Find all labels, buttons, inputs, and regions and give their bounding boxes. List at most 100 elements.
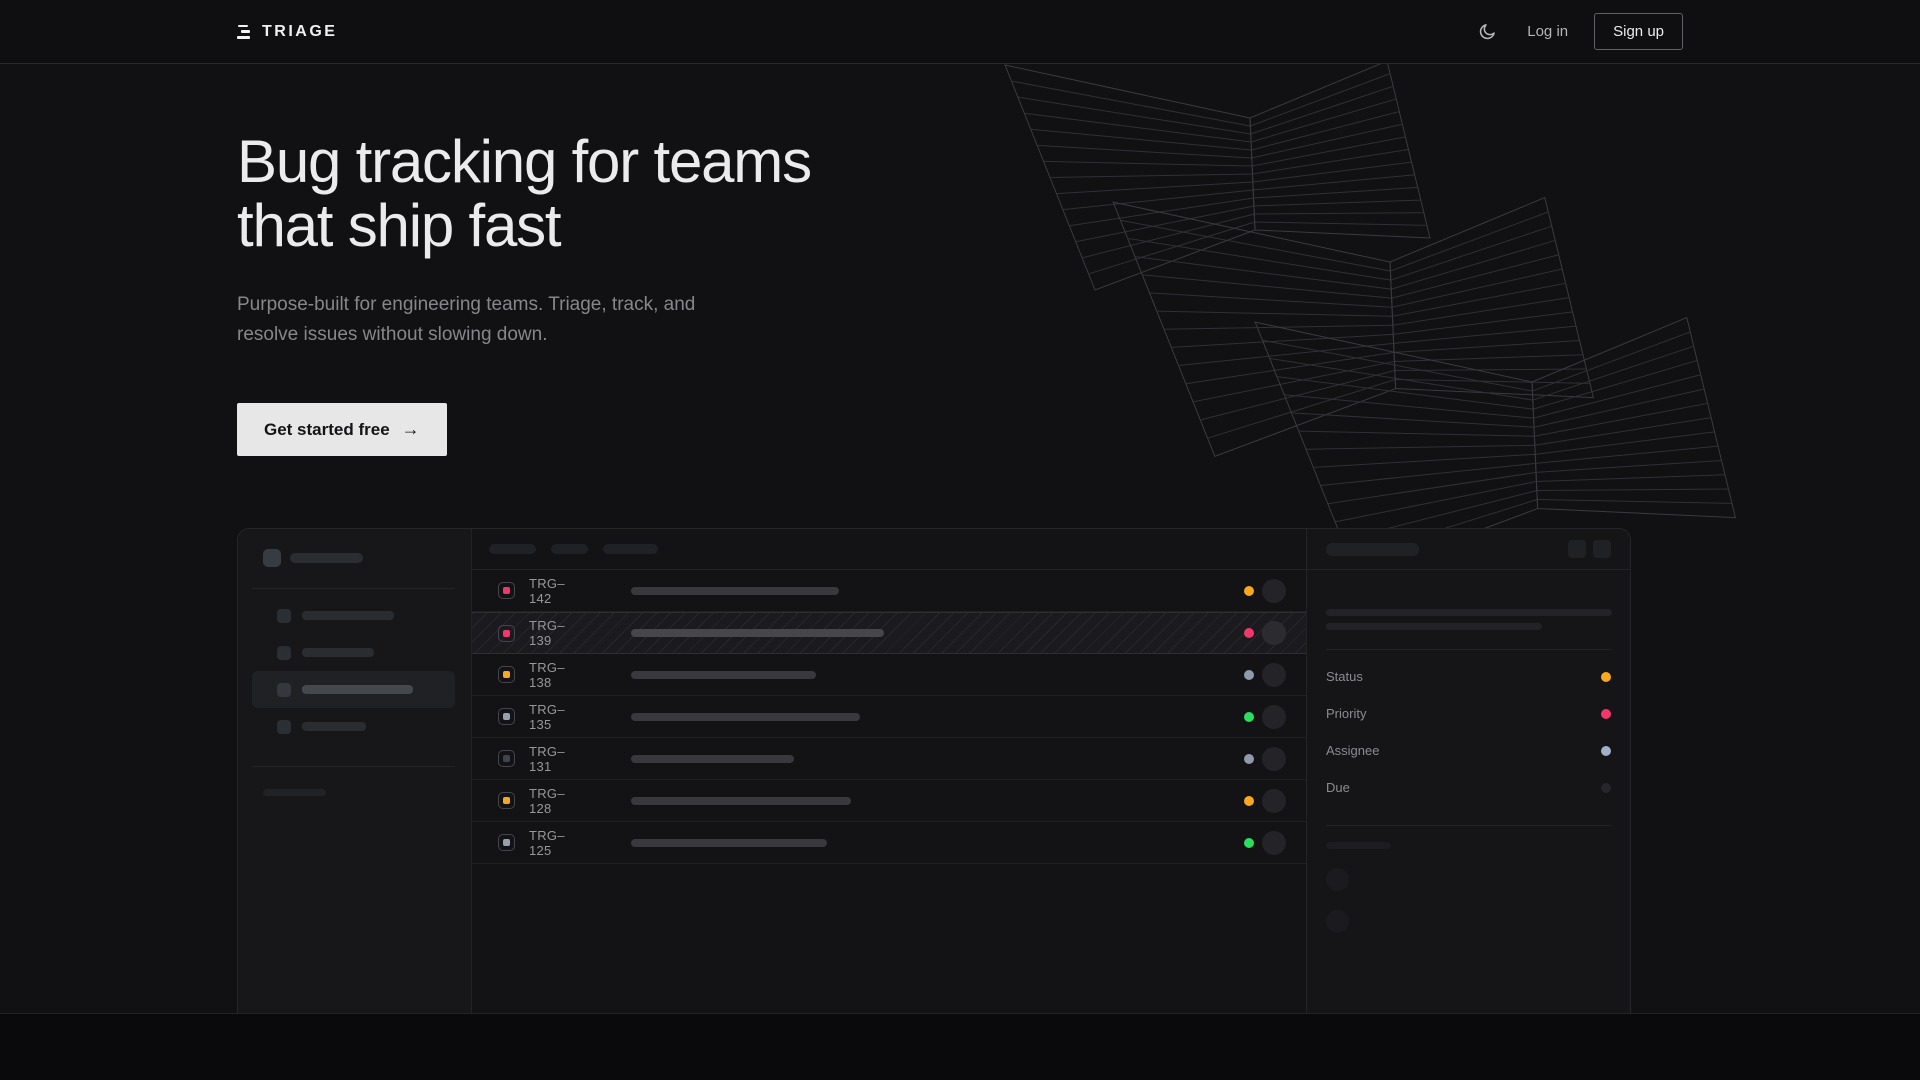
detail-field-label: Priority [1326, 706, 1367, 721]
issue-type-icon [498, 666, 515, 683]
detail-action-button[interactable] [1593, 540, 1611, 558]
issue-list: TRG–142 TRG–139 TRG–138 TRG–135 TRG–131 … [472, 570, 1306, 864]
issue-id: TRG–139 [529, 618, 565, 648]
sidebar-item-label-skeleton [302, 648, 374, 657]
sidebar-item-label-skeleton [302, 722, 366, 731]
mockup-sidebar-logo [238, 529, 471, 567]
issue-assignee-avatar [1262, 830, 1286, 855]
issue-assignee-avatar [1262, 788, 1286, 813]
issue-status-dot [1244, 795, 1254, 806]
sidebar-item-label-skeleton [302, 685, 413, 694]
detail-field-label: Assignee [1326, 743, 1380, 758]
login-link[interactable]: Log in [1527, 23, 1569, 40]
issue-assignee-avatar [1262, 578, 1286, 603]
issue-id: TRG–138 [529, 659, 565, 690]
issue-assignee-avatar [1262, 621, 1286, 645]
issue-title-skeleton [631, 838, 827, 847]
issue-row[interactable]: TRG–138 [472, 654, 1306, 696]
issue-status-dot [1244, 628, 1254, 638]
detail-field-dot [1601, 745, 1611, 756]
issue-row[interactable]: TRG–142 [472, 570, 1306, 612]
filter-pill-skeleton[interactable] [489, 544, 536, 554]
issue-row[interactable]: TRG–131 [472, 738, 1306, 780]
detail-avatar-skeleton [1326, 868, 1349, 891]
divider [252, 766, 455, 767]
detail-field-row[interactable]: Status [1326, 658, 1611, 695]
arrow-right-icon: → [401, 419, 420, 439]
issue-type-icon [498, 834, 515, 851]
detail-header [1307, 529, 1630, 570]
detail-description-skeleton [1326, 623, 1542, 630]
detail-field-label: Due [1326, 780, 1350, 795]
issue-title-skeleton [631, 796, 851, 805]
detail-fields: Status Priority Assignee Due [1326, 658, 1611, 806]
get-started-button[interactable]: Get started free → [237, 403, 447, 456]
top-nav: TRIAGE Log in Sign up [0, 0, 1920, 64]
mockup-logo-placeholder [263, 549, 281, 567]
mockup-sidebar-item[interactable] [252, 634, 455, 671]
app-mockup: TRG–142 TRG–139 TRG–138 TRG–135 TRG–131 … [237, 528, 1631, 1013]
filter-pill-skeleton[interactable] [603, 544, 658, 554]
filter-pill-skeleton[interactable] [551, 544, 588, 554]
detail-activity-skeleton [1326, 842, 1391, 849]
divider [252, 588, 455, 589]
divider [1326, 649, 1611, 650]
sidebar-item-icon-skeleton [277, 645, 291, 660]
sidebar-section-skeleton [263, 789, 326, 796]
issue-title-skeleton [631, 712, 860, 721]
mockup-sidebar-item[interactable] [252, 708, 455, 745]
issue-row[interactable]: TRG–139 [472, 612, 1306, 654]
mockup-sidebar [238, 529, 472, 1013]
brand-logo-icon [237, 24, 251, 39]
detail-field-dot [1601, 671, 1611, 682]
issue-type-icon [498, 582, 515, 599]
issue-type-icon [498, 624, 515, 642]
issue-assignee-avatar [1262, 746, 1286, 771]
sidebar-item-icon-skeleton [277, 682, 291, 697]
issue-detail-panel: Status Priority Assignee Due [1307, 529, 1630, 1013]
issue-type-icon [498, 750, 515, 767]
brand[interactable]: TRIAGE [237, 23, 337, 41]
issue-list-toolbar [472, 529, 1306, 570]
issue-id: TRG–125 [529, 827, 565, 858]
sidebar-item-icon-skeleton [277, 608, 291, 623]
mockup-sidebar-item-active[interactable] [252, 671, 455, 708]
detail-field-row[interactable]: Assignee [1326, 732, 1611, 769]
detail-field-label: Status [1326, 669, 1363, 684]
issue-title-skeleton [631, 629, 884, 637]
issue-id: TRG–131 [529, 743, 565, 774]
issue-assignee-avatar [1262, 662, 1286, 687]
detail-field-row[interactable]: Priority [1326, 695, 1611, 732]
detail-title-skeleton [1326, 542, 1419, 556]
issue-title-skeleton [631, 586, 839, 595]
detail-avatar-skeleton [1326, 910, 1349, 933]
theme-toggle-button[interactable] [1473, 18, 1501, 46]
divider [1326, 825, 1611, 826]
issue-status-dot [1244, 837, 1254, 848]
signup-button[interactable]: Sign up [1594, 13, 1683, 50]
detail-field-dot [1601, 782, 1611, 793]
issue-id: TRG–128 [529, 785, 565, 816]
detail-field-dot [1601, 708, 1611, 719]
mockup-sidebar-item[interactable] [252, 597, 455, 634]
hero-subtitle: Purpose-built for engineering teams. Tri… [237, 294, 696, 345]
detail-action-button[interactable] [1568, 540, 1586, 558]
issue-row[interactable]: TRG–125 [472, 822, 1306, 864]
issue-id: TRG–135 [529, 701, 565, 732]
issue-title-skeleton [631, 670, 816, 679]
brand-name: TRIAGE [262, 22, 338, 40]
issue-row[interactable]: TRG–128 [472, 780, 1306, 822]
issue-status-dot [1244, 585, 1254, 596]
mockup-logo-text-skeleton [290, 553, 363, 563]
issue-row[interactable]: TRG–135 [472, 696, 1306, 738]
issue-type-icon [498, 792, 515, 809]
sidebar-item-icon-skeleton [277, 719, 291, 734]
issue-status-dot [1244, 711, 1254, 722]
sidebar-item-label-skeleton [302, 611, 394, 620]
detail-description-skeleton [1326, 609, 1612, 616]
footer-strip [0, 1013, 1920, 1080]
nav-actions: Log in Sign up [1473, 13, 1683, 50]
detail-field-row[interactable]: Due [1326, 769, 1611, 806]
